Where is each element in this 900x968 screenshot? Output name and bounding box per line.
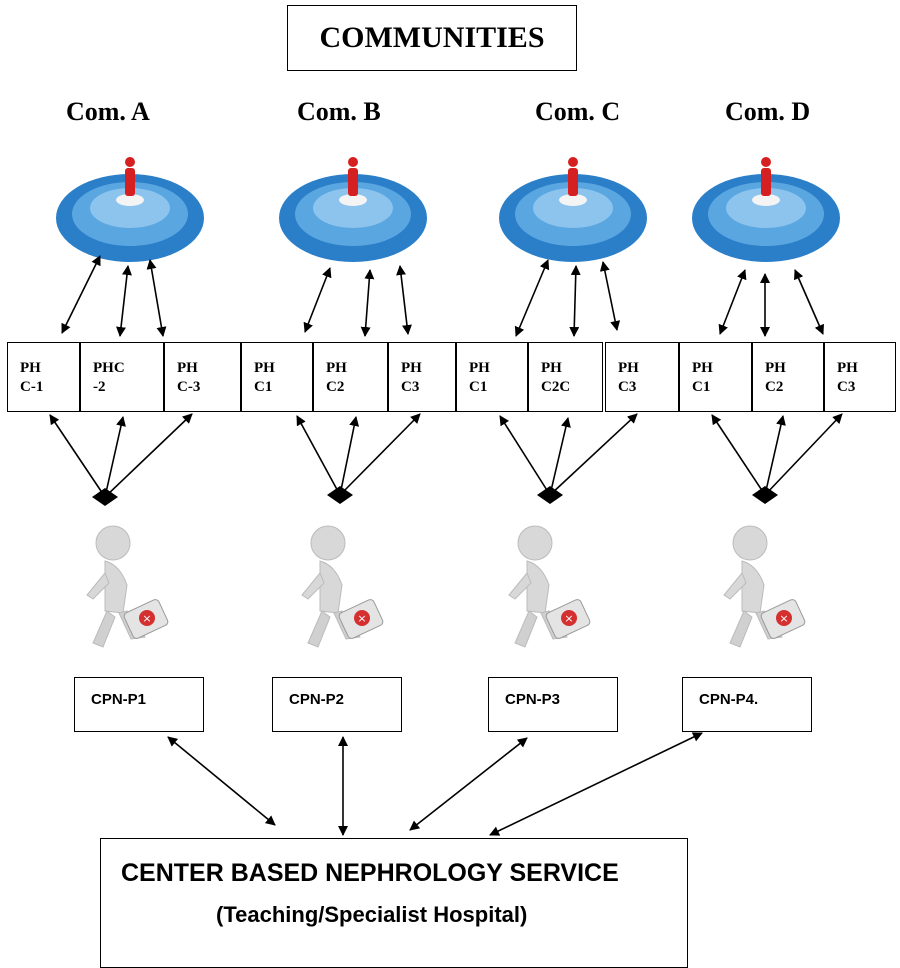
arrow [339, 413, 421, 496]
arrow [569, 265, 581, 337]
arrow [718, 269, 747, 335]
community-label-b: Com. B [297, 97, 381, 126]
arrow [104, 416, 126, 498]
center-title: CENTER BASED NEPHROLOGY SERVICE [121, 859, 619, 887]
communities-title-box: COMMUNITIES [287, 5, 577, 71]
cpn-label: CPN-P2 [289, 691, 345, 708]
svg-text:×: × [779, 612, 788, 625]
junction-diamond [92, 488, 118, 506]
phc-box: PH C-3 [164, 342, 241, 412]
phc-box: PH C1 [241, 342, 313, 412]
arrow [146, 259, 167, 337]
cpn-box: CPN-P4. [682, 677, 812, 732]
cpn-label: CPN-P4. [699, 691, 759, 708]
nurse-figure-icon: × [301, 525, 384, 648]
arrow [764, 415, 786, 496]
arrow [514, 259, 550, 337]
nurse-figure-icon: × [508, 525, 591, 648]
arrow [303, 267, 332, 333]
phc-label: PH C2C [541, 360, 571, 395]
junction-diamond [537, 486, 563, 504]
crowd-icon [279, 157, 427, 262]
cpn-label: CPN-P3 [505, 691, 561, 708]
arrow [61, 255, 101, 334]
communities-title: COMMUNITIES [319, 21, 545, 54]
svg-text:×: × [357, 612, 366, 625]
phc-box: PHC -2 [80, 342, 164, 412]
svg-text:×: × [564, 612, 573, 625]
arrow [549, 417, 571, 496]
cpn-box: CPN-P3 [488, 677, 618, 732]
phc-label: PH C-1 [20, 360, 44, 395]
phc-label: PH C2 [326, 360, 347, 395]
junction-diamond [752, 486, 778, 504]
phc-label: PHC -2 [93, 360, 125, 395]
phc-label: PH C2 [765, 360, 786, 395]
phc-box: PH C-1 [7, 342, 80, 412]
arrow [360, 269, 375, 337]
arrow [339, 416, 360, 496]
arrow [711, 414, 766, 496]
phc-label: PH C3 [618, 360, 639, 395]
phc-label: PH C3 [837, 360, 858, 395]
phc-box: PH C1 [456, 342, 528, 412]
arrow [599, 261, 621, 331]
arrow [409, 737, 528, 831]
phc-box: PH C1 [679, 342, 752, 412]
arrow [499, 415, 551, 496]
phc-box: PH C3 [824, 342, 896, 412]
center-service-box: CENTER BASED NEPHROLOGY SERVICE (Teachin… [100, 838, 688, 968]
arrow [396, 265, 412, 335]
phc-label: PH C1 [254, 360, 275, 395]
phc-box: PH C2 [313, 342, 388, 412]
junction-diamond [327, 486, 353, 504]
arrow [167, 736, 276, 826]
crowd-icon [499, 157, 647, 262]
crowd-icon [56, 157, 204, 262]
phc-box: PH C2 [752, 342, 824, 412]
svg-text:×: × [142, 612, 151, 625]
phc-label: PH C1 [692, 360, 713, 395]
arrow [116, 265, 132, 337]
arrow [104, 413, 193, 498]
community-label-c: Com. C [535, 97, 621, 126]
community-label-a: Com. A [66, 97, 150, 126]
phc-box: PH C3 [605, 342, 679, 412]
community-label-d: Com. D [725, 97, 811, 126]
crowd-icon [692, 157, 840, 262]
cpn-box: CPN-P2 [272, 677, 402, 732]
arrow [794, 269, 824, 335]
phc-label: PH C3 [401, 360, 422, 395]
cpn-box: CPN-P1 [74, 677, 204, 732]
phc-label: PH C-3 [177, 360, 201, 395]
phc-box: PH C2C [528, 342, 603, 412]
arrow [764, 413, 843, 496]
phc-label: PH C1 [469, 360, 490, 395]
arrow [549, 413, 638, 496]
nurse-figure-icon: × [86, 525, 169, 648]
phc-box: PH C3 [388, 342, 456, 412]
arrow [296, 415, 341, 496]
arrow [489, 732, 703, 836]
arrow [49, 414, 106, 498]
center-subtitle: (Teaching/Specialist Hospital) [216, 902, 528, 927]
nurse-figure-icon: × [723, 525, 806, 648]
cpn-label: CPN-P1 [91, 691, 147, 708]
